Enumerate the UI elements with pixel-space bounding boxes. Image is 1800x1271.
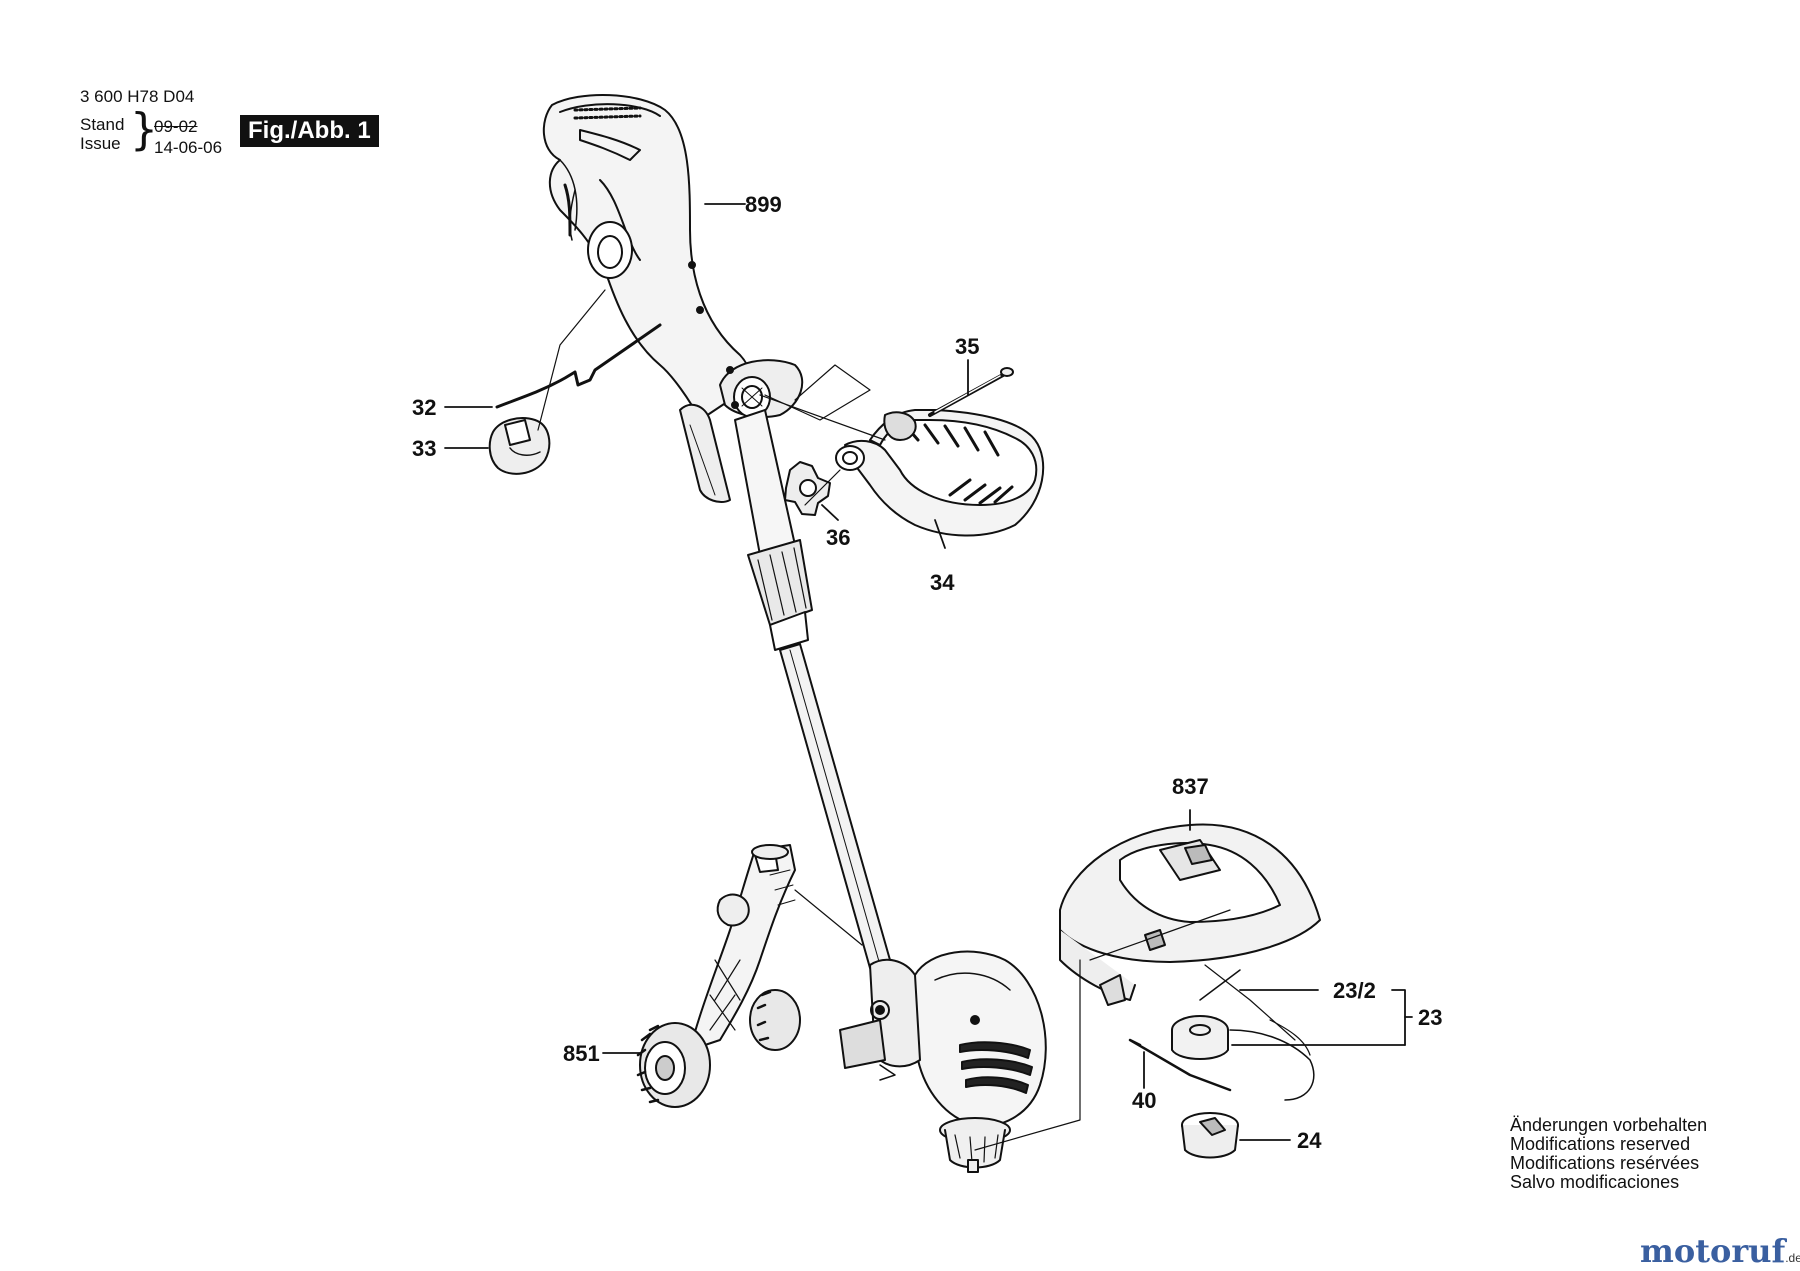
wheel-right — [749, 989, 801, 1051]
callout-23-2: 23/2 — [1333, 978, 1376, 1003]
motor-housing — [839, 950, 1047, 1173]
alignment-lines — [537, 289, 1311, 1151]
wheel-left — [636, 1022, 711, 1108]
note-line-fr: Modifications resérvées — [1510, 1153, 1700, 1173]
auxiliary-handle-part-34 — [835, 409, 1045, 537]
handle-joint — [719, 359, 804, 418]
date-current: 14-06-06 — [154, 138, 223, 157]
callout-24: 24 — [1297, 1128, 1322, 1153]
callout-23: 23 — [1418, 1005, 1442, 1030]
bolt-part-35 — [928, 367, 1014, 417]
watermark-tld: .de — [1785, 1251, 1800, 1265]
note-line-es: Salvo modificaciones — [1510, 1172, 1680, 1192]
star-knob-part-36 — [784, 461, 831, 516]
strain-relief-part-33 — [488, 417, 551, 475]
callout-40: 40 — [1132, 1088, 1156, 1113]
figure-label: Fig./Abb. 1 — [240, 115, 379, 148]
spool-part-23 — [1171, 969, 1315, 1101]
wire-part-40 — [1128, 1038, 1232, 1092]
guard-part-837 — [1059, 823, 1321, 1006]
spool-cap-part-24 — [1181, 1112, 1239, 1159]
stand-label: Stand — [80, 115, 125, 134]
callout-33: 33 — [412, 436, 436, 461]
leader-lines — [444, 203, 1413, 1141]
date-struck: 09-02 — [154, 117, 198, 136]
callout-899: 899 — [745, 192, 782, 217]
handle-housing-part-899 — [542, 94, 751, 421]
wheel-attachment-part-851 — [636, 844, 801, 1108]
brace-icon: } — [130, 104, 158, 155]
document-number: 3 600 H78 D04 — [80, 87, 195, 106]
callout-35: 35 — [955, 334, 979, 359]
modifications-note: Änderungen vorbehalten Modifications res… — [1510, 1116, 1707, 1192]
callout-837: 837 — [1172, 774, 1209, 799]
telescopic-tube — [679, 403, 891, 969]
note-line-de: Änderungen vorbehalten — [1510, 1115, 1708, 1135]
watermark-logo: motoruf.de — [1640, 1232, 1800, 1270]
issue-label: Issue — [80, 134, 121, 153]
callout-851: 851 — [563, 1041, 600, 1066]
callout-32: 32 — [412, 395, 436, 420]
callout-36: 36 — [826, 525, 850, 550]
watermark-brand: motoruf — [1640, 1232, 1786, 1270]
callout-34: 34 — [930, 570, 955, 595]
note-line-en: Modifications reserved — [1510, 1134, 1691, 1154]
